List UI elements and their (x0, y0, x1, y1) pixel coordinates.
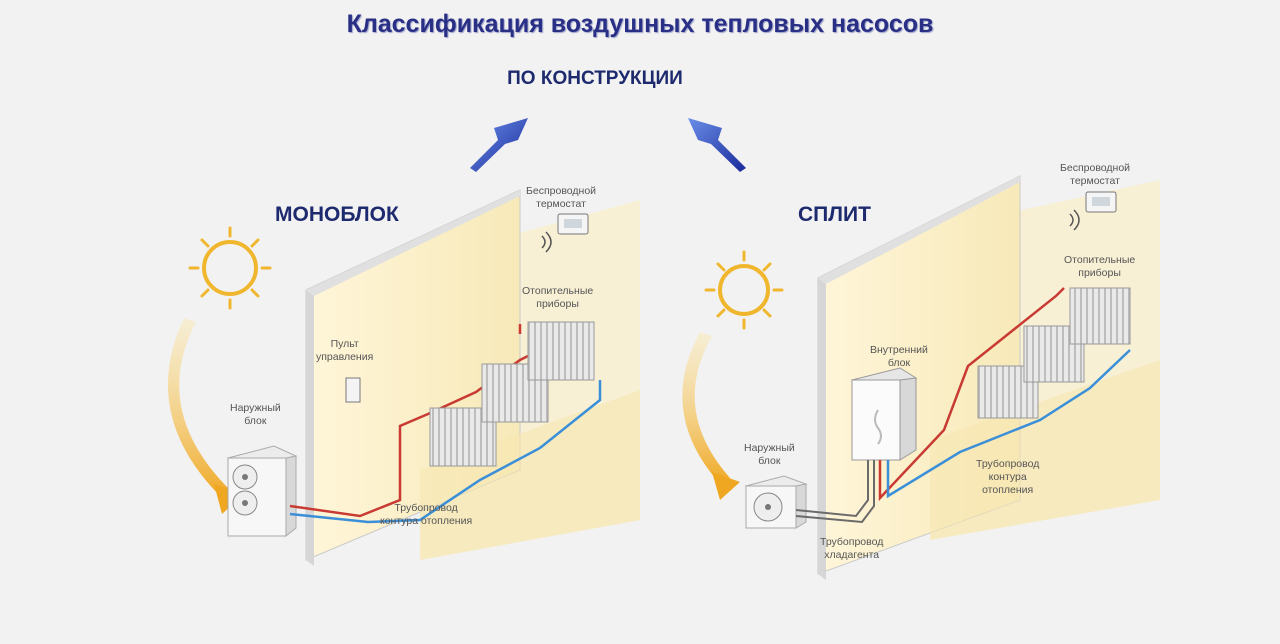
mono-control-panel (345, 377, 361, 403)
label-line: Отопительные (522, 285, 594, 297)
label-line: термостат (1070, 175, 1120, 187)
page-title: Классификация воздушных тепловых насосов (346, 10, 934, 38)
label-line: Трубопровод (394, 502, 458, 514)
label-line: Трубопровод (820, 536, 884, 548)
sun-icon-mono (188, 226, 272, 310)
label-line: Пульт (330, 338, 359, 350)
split-hot-pipe (878, 287, 1065, 502)
label-line: контура отопления (380, 515, 473, 527)
mono-radiator-3 (527, 321, 595, 381)
split-indoor-label: Внутренний блок (870, 344, 928, 370)
page-subtitle: ПО КОНСТРУКЦИИ (507, 68, 683, 89)
label-line: Наружный (230, 402, 281, 414)
label-line: блок (244, 415, 267, 427)
label-line: приборы (536, 298, 579, 310)
monoblock-scene (167, 189, 640, 566)
label-line: управления (316, 351, 374, 363)
label-line: отопления (982, 484, 1034, 496)
split-refrigerant-label: Трубопровод хладагента (820, 536, 883, 562)
split-outdoor-unit (744, 475, 808, 529)
label-line: блок (887, 357, 911, 369)
split-refrigerant-pipe (795, 460, 875, 524)
monoblock-title: МОНОБЛОК (275, 203, 399, 226)
split-indoor-unit (850, 367, 918, 461)
label-line: хладагента (824, 549, 880, 561)
label-line: приборы (1078, 267, 1121, 279)
label-line: Внутренний (870, 344, 928, 356)
label-line: Наружный (744, 442, 795, 454)
label-line: Отопительные (1064, 254, 1136, 266)
mono-cold-pipe (289, 380, 602, 524)
label-line: блок (758, 455, 781, 467)
sun-icon-split (704, 250, 784, 330)
arrow-right-icon (688, 118, 746, 172)
mono-control-label: Пульт управления (316, 338, 373, 364)
split-radiators-label: Отопительные приборы (1064, 254, 1135, 280)
split-cold-pipe (886, 349, 1131, 499)
label-line: Трубопровод (976, 458, 1040, 470)
arrow-left-icon (470, 118, 528, 172)
split-title: СПЛИТ (798, 203, 871, 226)
mono-thermostat-label: Беспроводной термостат (526, 185, 596, 211)
mono-outdoor-label: Наружный блок (230, 402, 281, 428)
split-thermostat-label: Беспроводной термостат (1060, 162, 1130, 188)
split-scene (682, 175, 1160, 580)
mono-radiators-label: Отопительные приборы (522, 285, 593, 311)
split-outdoor-label: Наружный блок (744, 442, 795, 468)
split-pipe-label: Трубопровод контура отопления (976, 458, 1039, 497)
mono-pipe-label: Трубопровод контура отопления (380, 502, 472, 528)
label-line: термостат (536, 198, 586, 210)
label-line: Беспроводной (526, 185, 597, 197)
mono-outdoor-unit (226, 445, 298, 538)
label-line: Беспроводной (1060, 162, 1131, 174)
label-line: контура (988, 471, 1027, 483)
split-radiator-3 (1069, 287, 1131, 345)
